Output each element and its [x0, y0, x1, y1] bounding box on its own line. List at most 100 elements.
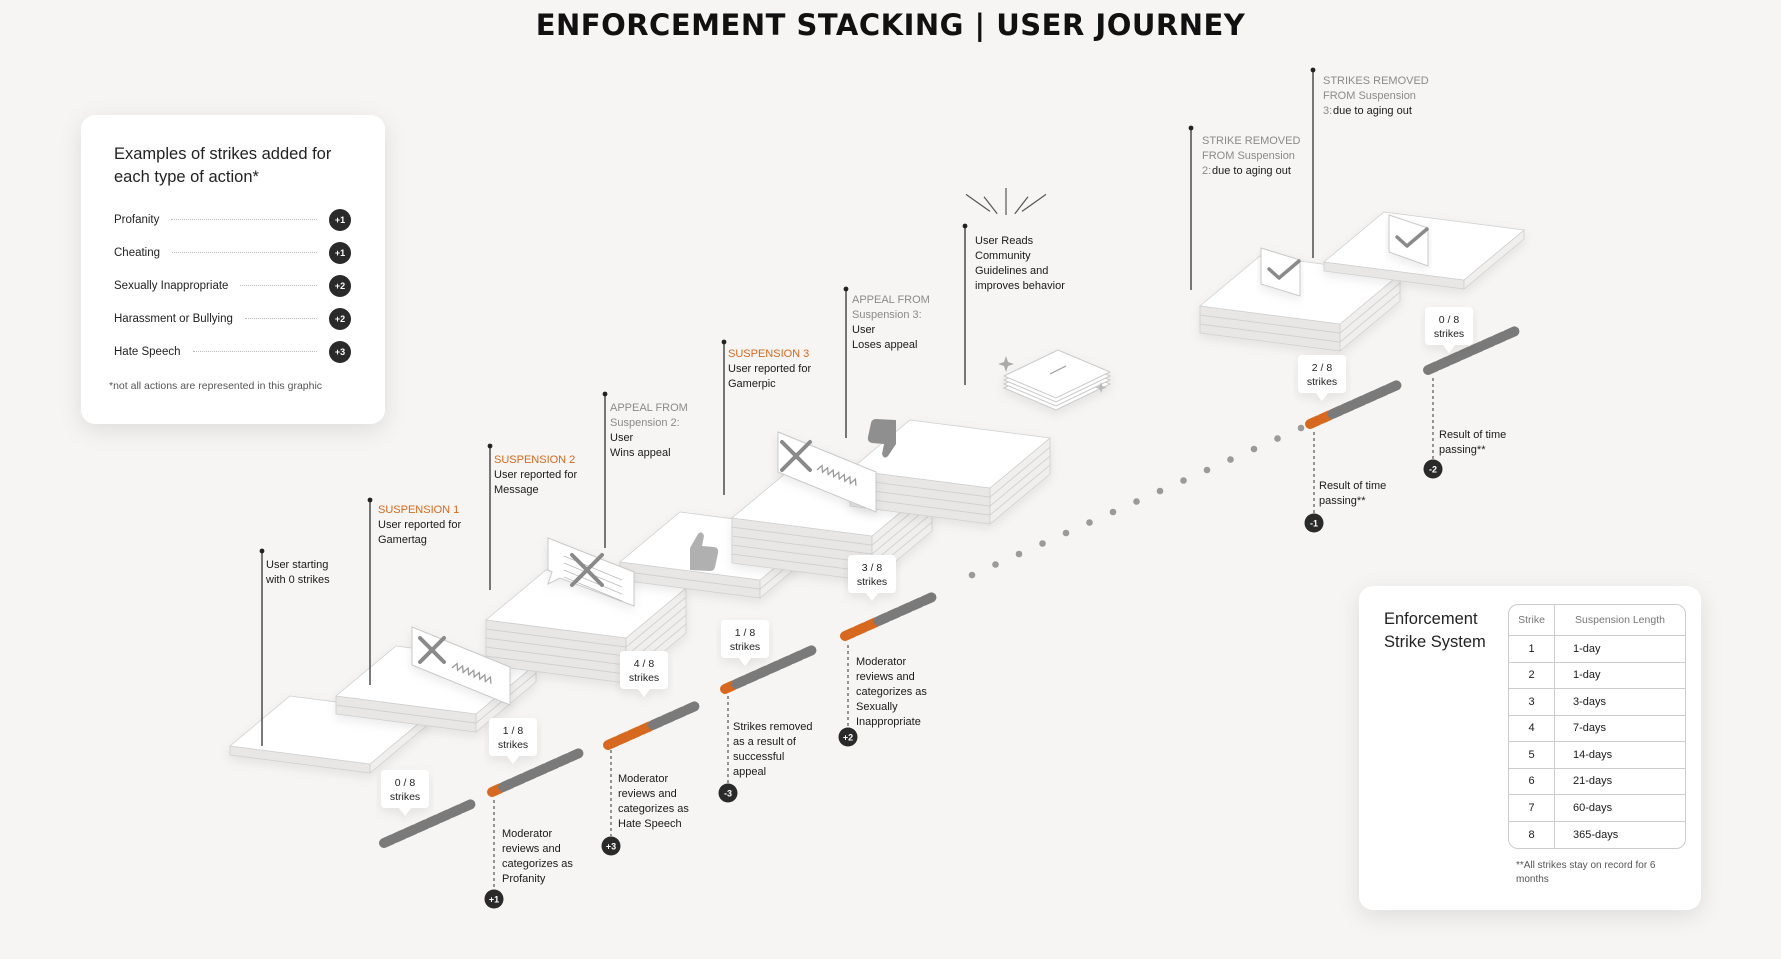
x-mark-icon — [780, 440, 812, 472]
strike-badge: +2 — [329, 274, 351, 297]
meter-segment — [798, 645, 817, 659]
callout-box — [1298, 355, 1346, 393]
annotation-removed-3: STRIKES REMOVED FROM Suspension 3:due to… — [1323, 75, 1429, 117]
badge-text: +2 — [843, 733, 853, 743]
path-dot — [1250, 445, 1258, 453]
path-dot — [1227, 456, 1234, 463]
path-dot — [1039, 540, 1046, 547]
strike-cell: 3 — [1509, 689, 1555, 716]
strike-cell: 7 — [1509, 795, 1555, 822]
platform-suspension-3 — [731, 467, 933, 582]
star-icon — [1095, 382, 1107, 393]
leader-dot — [843, 286, 849, 292]
callout-box — [381, 770, 429, 808]
strike-meter: 3 / 8 strikes — [840, 555, 937, 641]
strike-cell: 5 — [1509, 742, 1555, 769]
path-dot — [1156, 487, 1164, 495]
strike-cell: 8 — [1509, 821, 1555, 848]
path-dot — [1109, 508, 1117, 516]
sparkle-ray — [1014, 196, 1029, 215]
meter-label: 1 / 8 — [503, 725, 524, 737]
callout-pointer — [399, 808, 411, 816]
meter-label: 3 / 8 — [862, 562, 883, 574]
annotation-sexually-inappropriate: Moderator reviews and categorizes as Sex… — [856, 656, 927, 728]
leader-dot — [1310, 67, 1316, 73]
callout-box — [848, 555, 896, 593]
meter-segment — [1383, 380, 1402, 394]
path-dot — [1203, 466, 1211, 474]
path-dot — [1274, 435, 1281, 442]
badge-circle — [718, 783, 738, 803]
meter-label: strikes — [857, 576, 887, 588]
meter-segment — [1501, 326, 1520, 340]
meter-label: strikes — [1434, 328, 1464, 340]
meter-segment — [565, 748, 584, 762]
sparkle-ray — [965, 193, 991, 212]
journey-icons — [411, 188, 1429, 706]
leader-dot — [259, 548, 265, 554]
callout-box — [620, 651, 668, 689]
annotation-appeal-3: APPEAL FROM Suspension 3:User Loses appe… — [852, 294, 930, 351]
check-stroke — [1395, 227, 1429, 248]
thumbs-down-icon — [867, 419, 896, 458]
meter-callout: 1 / 8 strikes — [489, 718, 537, 764]
check-card-icon — [1388, 214, 1429, 267]
badge-text: -3 — [724, 789, 732, 799]
x-mark-icon — [570, 553, 604, 587]
book-page — [1002, 349, 1112, 399]
callout-pointer — [739, 658, 751, 666]
examples-heading: Examples of strikes added for each type … — [114, 145, 332, 186]
strike-badge: +3 — [329, 340, 351, 363]
strike-examples-card: Examples of strikes added for each type … — [81, 115, 385, 424]
change-badge: +2 — [838, 727, 858, 747]
callout-pointer — [638, 689, 650, 697]
path-dot — [968, 571, 976, 579]
badge-circle — [1304, 513, 1324, 533]
badge-text: +1 — [489, 895, 499, 905]
strike-cell: 1 — [1509, 636, 1555, 663]
meter-label: strikes — [498, 739, 528, 751]
example-row: Hate Speech+3 — [114, 335, 351, 368]
length-cell: 3-days — [1555, 689, 1685, 716]
examples-footnote: *not all actions are represented in this… — [109, 380, 323, 392]
length-cell: 21-days — [1555, 769, 1685, 795]
change-badge: -3 — [718, 783, 738, 803]
page-title: ENFORCEMENT STACKING | USER JOURNEY — [535, 8, 1246, 42]
annotation-appeal-2: APPEAL FROM Suspension 2:User Wins appea… — [610, 402, 688, 459]
change-badge: +3 — [601, 836, 621, 856]
callout-box — [721, 620, 769, 658]
length-cell: 1-day — [1555, 636, 1685, 663]
squiggle-icon — [451, 662, 492, 684]
callout-box — [1425, 307, 1473, 345]
length-cell: 60-days — [1555, 795, 1685, 822]
strike-cell: 4 — [1509, 715, 1555, 742]
squiggle-icon — [816, 464, 857, 486]
path-dot — [1180, 477, 1187, 484]
path-dot — [1086, 519, 1093, 526]
platform-suspension-2 — [485, 569, 687, 684]
callout-pointer — [1443, 345, 1455, 353]
annotation-appeal-removed: Strikes removed as a result of successfu… — [733, 721, 813, 778]
meter-label: 4 / 8 — [634, 658, 655, 670]
strike-badge: +1 — [329, 241, 351, 264]
badge-circle — [484, 889, 504, 909]
annotation-hate-speech: Moderator reviews and categorizes as Hat… — [618, 773, 689, 830]
length-cell: 1-day — [1555, 663, 1685, 689]
